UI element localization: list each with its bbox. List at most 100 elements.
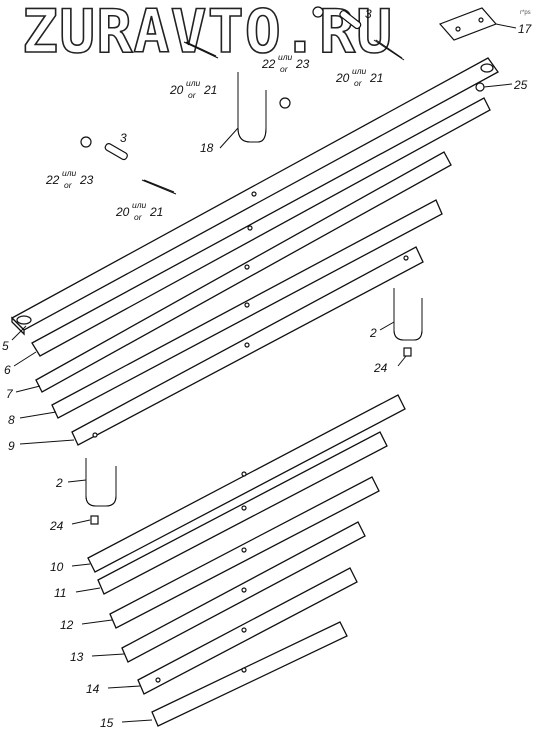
leader-25: [483, 83, 513, 88]
callout-13: 13: [70, 650, 84, 664]
nut-25: [475, 82, 485, 92]
callout-15: 15: [100, 716, 114, 730]
callout-20-top-left: 20: [169, 83, 184, 97]
bolt-upper-right: [373, 39, 405, 61]
leader-11: [75, 587, 101, 593]
leaf-8-hole: [244, 302, 250, 308]
callout-10: 10: [50, 560, 64, 574]
leaf-13-hole: [241, 587, 247, 593]
leaf-15: [151, 621, 348, 727]
bolt-left-core: [143, 179, 175, 193]
bolt-24-right: [403, 347, 412, 357]
callout-3-top: 3: [365, 7, 372, 21]
callout-2-right: 2: [369, 326, 377, 340]
leaf-6-hole: [247, 225, 253, 231]
bolt-24-left: [90, 515, 99, 525]
nut-center: [279, 97, 291, 109]
leader-8: [19, 411, 57, 419]
callout-22-left: 22: [45, 173, 60, 187]
leader-14: [107, 685, 141, 689]
leaf-11: [97, 431, 388, 595]
leader-10: [71, 563, 91, 567]
callout-24-left: 24: [49, 519, 64, 533]
callout-or-20-top-left: or: [188, 90, 197, 100]
pin-3-top: [339, 10, 362, 30]
pin-3-left: [104, 143, 128, 161]
callout-7: 7: [6, 387, 14, 401]
callout-or-20-top-right: or: [354, 78, 363, 88]
leader-18: [219, 127, 239, 149]
bolt-upper-right-core: [375, 39, 403, 59]
leaf-12-hole: [241, 547, 247, 553]
leaf-5-hole: [251, 191, 257, 197]
right-clip-group: [393, 288, 423, 357]
lower-spring-pack: [87, 394, 406, 727]
nut-left: [80, 136, 92, 148]
leaf-14-hole-end: [155, 677, 161, 683]
leaf-10-hole: [241, 471, 247, 477]
leader-17: [495, 23, 517, 29]
callout-23-left: 23: [79, 173, 94, 187]
callout-24-right: 24: [373, 361, 388, 375]
u-clip-2-right: [393, 288, 423, 341]
watermark-tag: r*ps: [520, 10, 531, 16]
callout-8: 8: [8, 413, 15, 427]
plate-17: [438, 7, 498, 41]
callout-9: 9: [8, 439, 15, 453]
callout-14: 14: [86, 682, 100, 696]
leaf-7-hole: [244, 264, 250, 270]
bolt-upper-left-core: [185, 41, 217, 57]
eye-bushing-left: [16, 315, 32, 325]
callout-6: 6: [4, 363, 11, 377]
callout-ili-22-left: или: [62, 168, 77, 178]
bolt-upper-left: [183, 41, 219, 59]
leaf-7: [35, 151, 452, 393]
leaf-9-hole-right: [403, 255, 409, 261]
callout-20-top-right: 20: [335, 71, 350, 85]
leaf-9-hole-left: [92, 432, 98, 438]
leader-7: [15, 385, 41, 393]
callout-or-22-left: or: [64, 180, 73, 190]
leader-2-right: [379, 321, 395, 331]
callout-or-22-top: or: [280, 64, 289, 74]
u-clip-2-left: [85, 458, 117, 507]
plate-17-hole-a: [455, 26, 461, 32]
leader-9: [19, 439, 75, 445]
leader-2-left: [67, 479, 87, 483]
callout-12: 12: [60, 618, 74, 632]
callout-or-20-left: or: [134, 212, 143, 222]
callout-labels: 17 25 3 22 или or 23 20 или or 21 20 или…: [2, 7, 533, 730]
top-hardware: [183, 6, 498, 143]
leader-24-left: [71, 519, 91, 525]
leader-5: [11, 325, 27, 341]
callout-ili-22-top: или: [278, 52, 293, 62]
leaf-14: [137, 567, 358, 695]
leader-6: [13, 351, 37, 367]
callout-5: 5: [2, 339, 9, 353]
u-clip-18-inner: [237, 72, 267, 143]
callout-2-left: 2: [55, 476, 63, 490]
leaf-10: [87, 394, 406, 573]
leader-15: [121, 719, 153, 723]
callout-11: 11: [54, 586, 66, 600]
leader-12: [81, 619, 113, 625]
leader-13: [91, 653, 125, 657]
callout-18: 18: [200, 141, 214, 155]
callout-17: 17: [518, 22, 533, 36]
callout-ili-20-top-right: или: [352, 66, 367, 76]
bolt-left: [141, 179, 177, 195]
leader-lines: [11, 23, 517, 723]
left-hardware: [80, 136, 177, 195]
callout-21-left: 21: [149, 205, 163, 219]
leaf-9-hole-center: [244, 342, 250, 348]
callout-23-top: 23: [295, 57, 310, 71]
callout-25: 25: [513, 78, 528, 92]
leaf-6: [31, 97, 491, 357]
leaf-15-hole: [241, 667, 247, 673]
leaf-14-hole: [241, 627, 247, 633]
leader-24-right: [397, 355, 407, 367]
callout-3-left: 3: [120, 131, 127, 145]
callout-ili-20-top-left: или: [186, 78, 201, 88]
u-clip-2-right-inner: [393, 288, 423, 341]
